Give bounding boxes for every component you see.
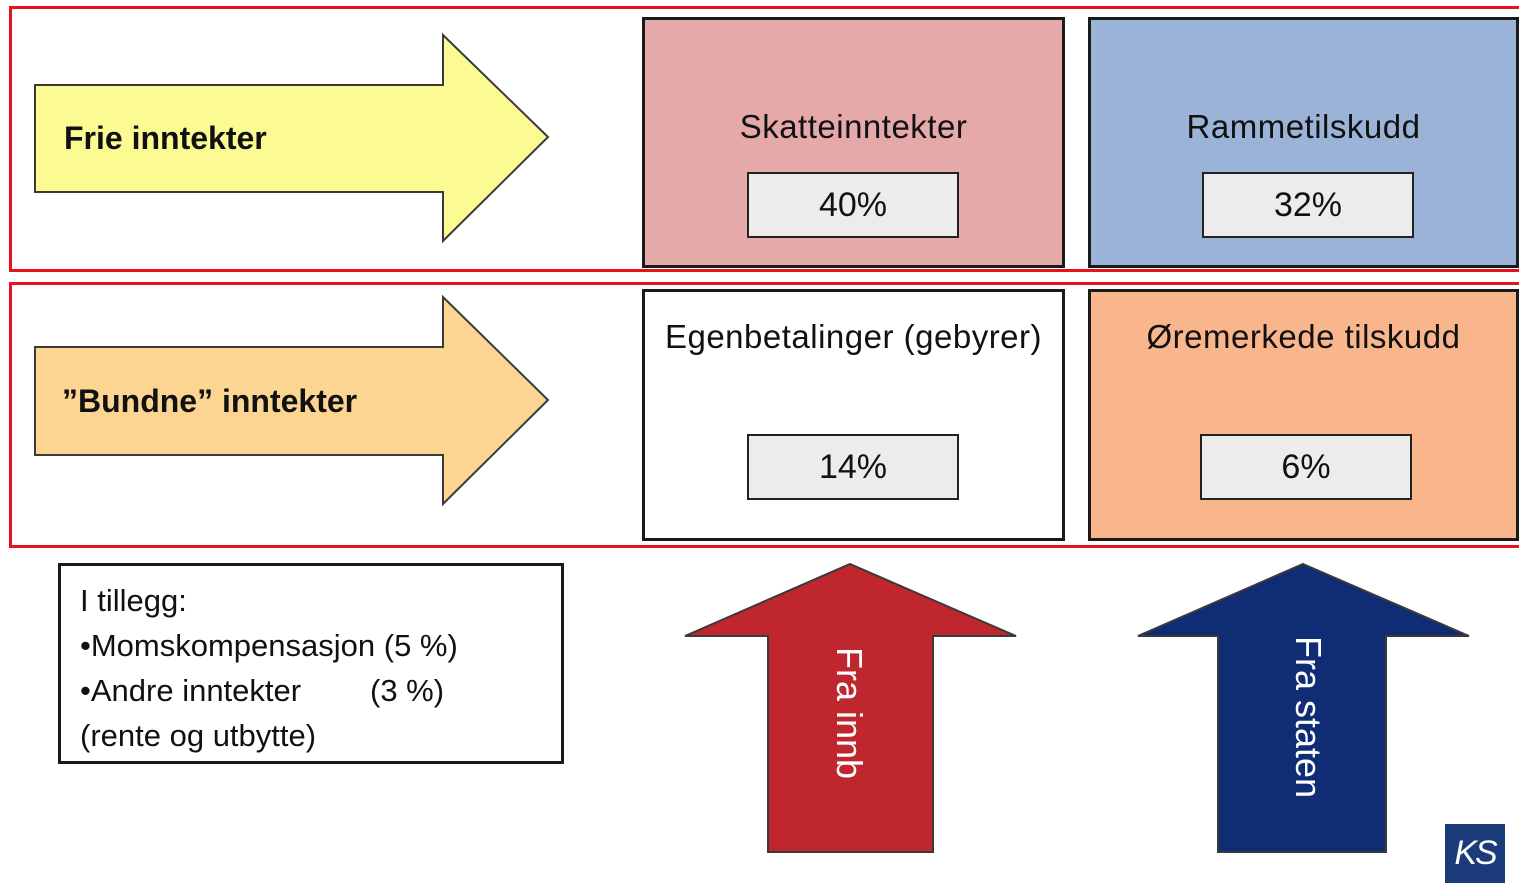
note-line: •Momskompensasjon (5 %) — [80, 628, 458, 663]
oremerkede-tilskudd-box: Øremerkede tilskudd 6% — [1088, 289, 1519, 541]
fra-innb-arrow — [684, 562, 1017, 853]
egenbetalinger-percent: 14% — [747, 434, 959, 500]
rammetilskudd-percent: 32% — [1202, 172, 1414, 238]
oremerkede-tilskudd-title: Øremerkede tilskudd — [1146, 318, 1461, 355]
bundne-inntekter-frame — [9, 282, 1519, 548]
note-line: •Andre inntekter (3 %) — [80, 673, 445, 708]
oremerkede-tilskudd-percent: 6% — [1200, 434, 1412, 500]
fra-innb-label: Fra innb — [829, 647, 870, 780]
bundne-inntekter-arrow — [34, 294, 550, 507]
frie-inntekter-arrow — [34, 32, 550, 244]
fra-staten-arrow — [1137, 562, 1470, 853]
egenbetalinger-box: Egenbetalinger (gebyrer) 14% — [642, 289, 1065, 541]
tillegg-note: I tillegg: •Momskompensasjon (5 %) •Andr… — [58, 563, 564, 764]
ks-logo: KS — [1445, 824, 1505, 883]
fra-staten-label: Fra staten — [1288, 636, 1329, 799]
skatteinntekter-title: Skatteinntekter — [739, 108, 968, 145]
skatteinntekter-box: Skatteinntekter 40% — [642, 17, 1065, 268]
frie-inntekter-frame — [9, 6, 1519, 272]
rammetilskudd-box: Rammetilskudd 32% — [1088, 17, 1519, 268]
bundne-inntekter-label: ”Bundne” inntekter — [62, 383, 358, 419]
frie-inntekter-label: Frie inntekter — [64, 120, 267, 156]
skatteinntekter-percent: 40% — [747, 172, 959, 238]
note-line: I tillegg: — [80, 583, 187, 618]
note-line: (rente og utbytte) — [80, 718, 317, 753]
egenbetalinger-title: Egenbetalinger (gebyrer) — [664, 318, 1043, 355]
rammetilskudd-title: Rammetilskudd — [1186, 108, 1421, 145]
